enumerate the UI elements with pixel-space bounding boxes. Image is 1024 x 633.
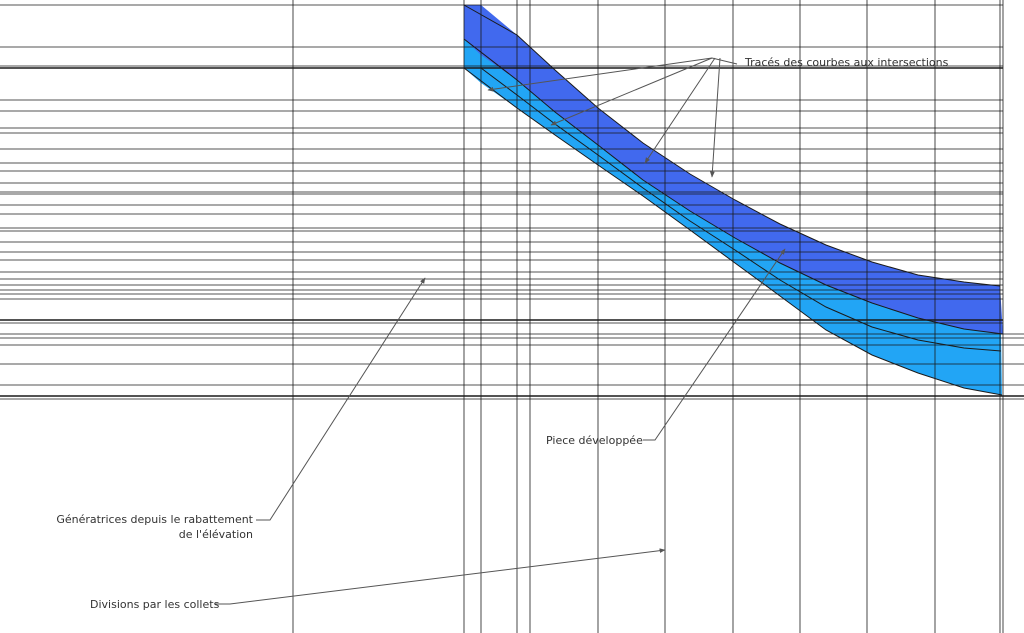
label-generatrices-line1: Génératrices depuis le rabattement <box>56 513 253 526</box>
leader-piece <box>643 248 786 441</box>
curve-1 <box>463 4 1001 287</box>
upper-band <box>464 5 1003 334</box>
horizontal-generatrices <box>0 4 1024 400</box>
leader-divisions <box>215 548 666 605</box>
developed-piece <box>464 5 1003 395</box>
label-generatrices-line2: de l'élévation <box>179 528 253 541</box>
leader-traces-3 <box>644 57 716 164</box>
label-piece: Piece développée <box>546 434 643 447</box>
curve-3 <box>463 67 1003 396</box>
annotations: Tracés des courbes aux intersections Pie… <box>56 56 948 611</box>
leader-lines <box>215 57 786 605</box>
leader-generatrices <box>256 277 426 521</box>
leader-traces-4 <box>709 57 721 178</box>
curve-4 <box>463 38 1004 335</box>
leader-traces-2 <box>550 57 713 126</box>
label-divisions: Divisions par les collets <box>90 598 220 611</box>
label-traces: Tracés des courbes aux intersections <box>744 56 949 69</box>
